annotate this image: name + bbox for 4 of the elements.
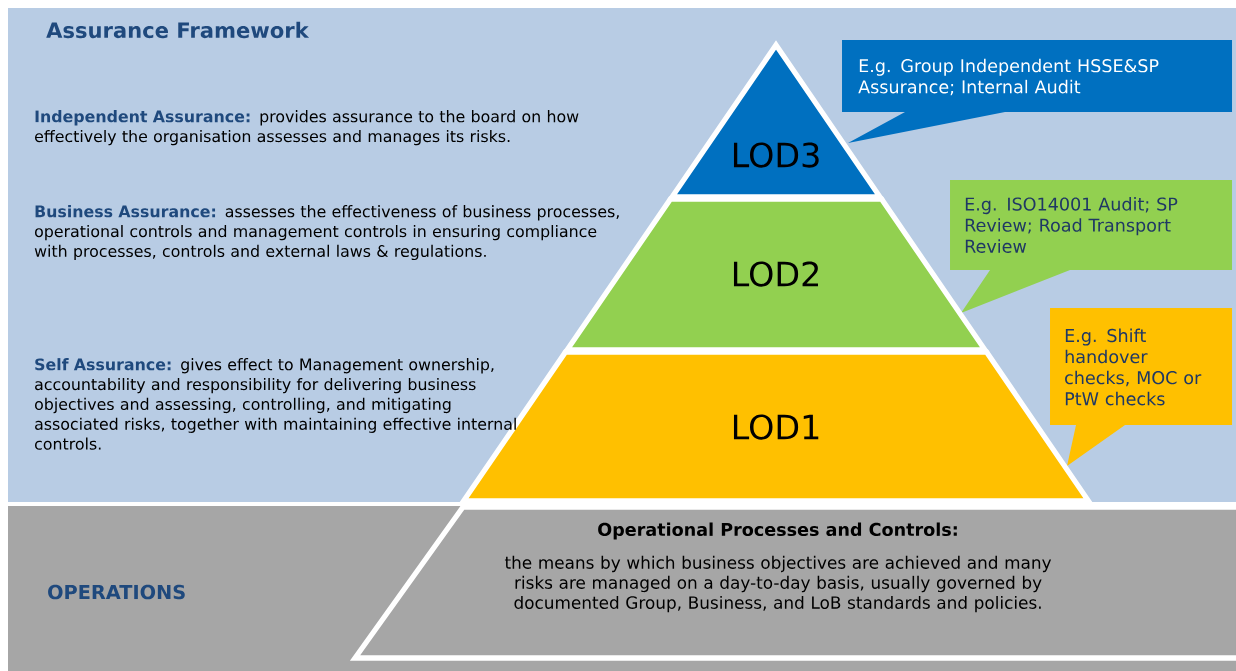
- callout-bubble: E.g. Group Independent HSSE&SP Assurance; Internal Audit: [842, 40, 1232, 143]
- callout-bubble: E.g. ISO14001 Audit; SP Review; Road Transport Review: [950, 180, 1232, 313]
- callout-bubble: E.g. Shift handover checks, MOC or PtW checks: [1050, 308, 1232, 466]
- paragraph: Independent Assurance: provides assurance to the board on how effectively the organisation assesses and manages its risks.: [35, 110, 579, 146]
